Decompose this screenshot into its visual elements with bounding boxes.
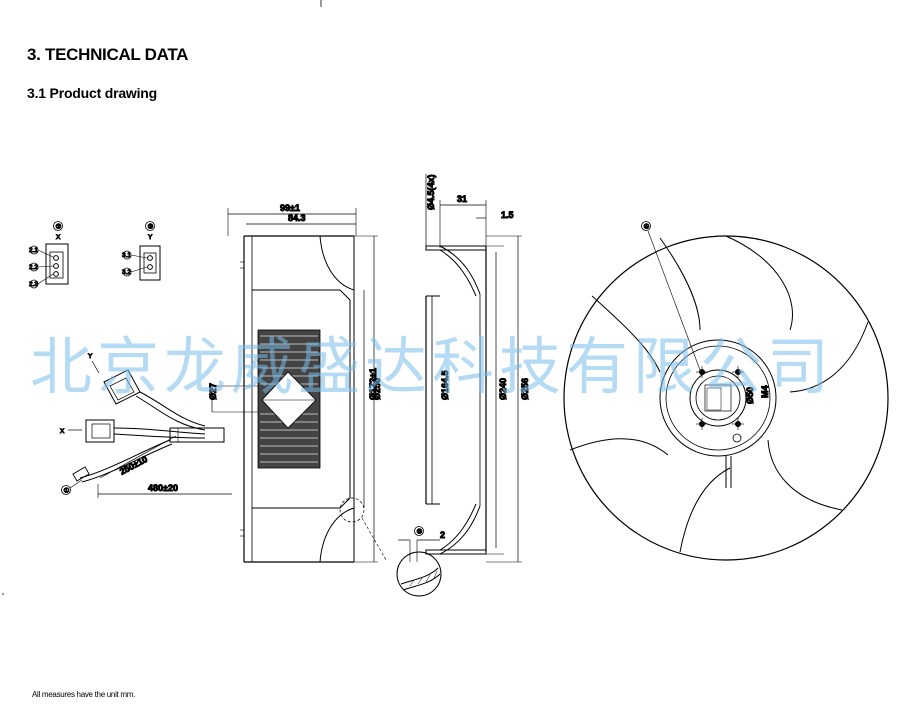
detail-5-view: ⑤ 2 <box>396 526 446 597</box>
pin-2-3-label: 2.3 <box>29 281 38 288</box>
units-footnote: All measures have the unit mm. <box>32 690 136 699</box>
ring-mid-dim: Ø240 <box>498 378 508 400</box>
fan-side-view: 99±1 84.3 Ø27 <box>208 203 387 563</box>
ring-outer-dim: Ø256 <box>520 378 530 400</box>
detail-thickness-dim: 2 <box>440 530 445 540</box>
ring-height-dim: 31 <box>457 194 467 204</box>
connector-x-label: X <box>56 234 61 241</box>
inlet-dia-dim: Ø172±1 <box>368 368 378 400</box>
subsection-title: 3.1 Product drawing <box>27 85 157 101</box>
connector-x-detail: ② X 2.1 2.2 2.3 <box>29 221 69 289</box>
hub-dia-dim: Ø27 <box>208 383 218 400</box>
callout-3-label: ③ <box>148 223 154 231</box>
inner-height-dim: 84.3 <box>288 213 306 223</box>
pin-3-1-label: 3.1 <box>122 252 131 259</box>
callout-5-label: ⑤ <box>417 528 423 536</box>
callout-4-label: ④ <box>644 223 650 231</box>
impeller-dia-dim: Ø250 <box>372 378 382 400</box>
pin-2-1-label: 2.1 <box>29 247 38 254</box>
harness-y-label: Y <box>88 353 93 360</box>
inlet-ring-section: Ø4.5(4x) 31 1.5 Ø164.5 Ø240 Ø256 <box>425 174 531 563</box>
ring-inner-dim: Ø164.5 <box>440 370 450 400</box>
bolt-circle-dim: Ø50 <box>745 387 755 404</box>
fan-front-view: Ø50 M4 ④ <box>563 221 889 561</box>
overall-height-dim: 99±1 <box>280 203 300 213</box>
watermark-text: 北京龙威盛达科技有限公司 <box>30 330 835 403</box>
harness-x-label: X <box>60 428 65 435</box>
cable-short-dim: 250±10 <box>118 454 149 477</box>
callout-1-label: ① <box>64 487 70 495</box>
pin-3-2-label: 3.2 <box>122 269 131 276</box>
thread-dim: M4 <box>760 385 770 398</box>
pin-2-2-label: 2.2 <box>29 264 38 271</box>
ring-thickness-dim: 1.5 <box>501 210 514 220</box>
connector-y-label: Y <box>148 234 153 241</box>
holes-dim: Ø4.5(4x) <box>426 174 436 210</box>
callout-2-label: ② <box>56 223 62 231</box>
connector-y-detail: ③ Y 3.1 3.2 <box>122 221 161 281</box>
section-title: 3. TECHNICAL DATA <box>27 45 189 64</box>
cable-long-dim: 480±20 <box>148 483 178 493</box>
